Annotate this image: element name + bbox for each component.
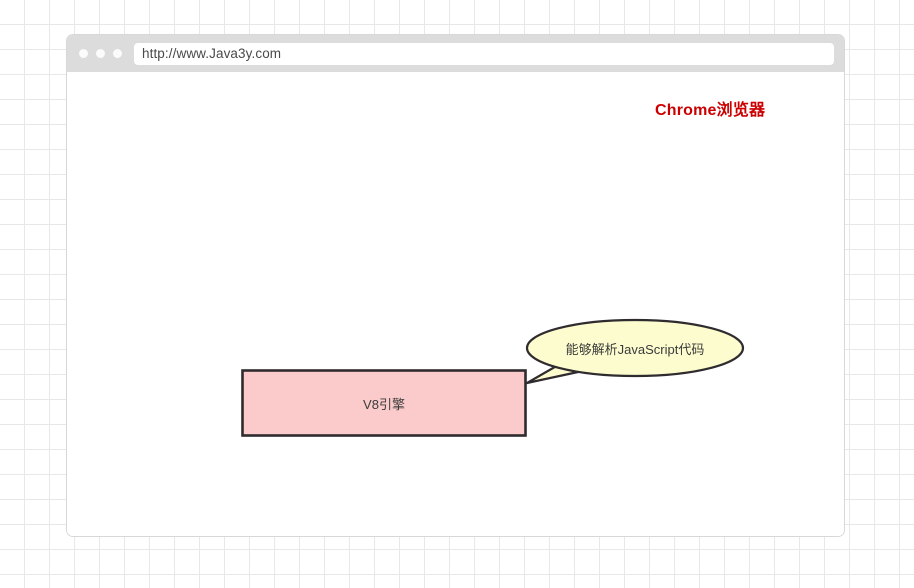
chrome-browser-label: Chrome浏览器 — [655, 102, 766, 119]
window-control-dot-maximize-icon[interactable] — [113, 49, 122, 58]
window-control-dot-close-icon[interactable] — [79, 49, 88, 58]
browser-titlebar: http://www.Java3y.com — [67, 35, 844, 72]
window-control-dot-minimize-icon[interactable] — [96, 49, 105, 58]
url-input[interactable]: http://www.Java3y.com — [134, 42, 834, 65]
browser-viewport — [67, 72, 844, 536]
callout-ellipse-label: 能够解析JavaScript代码 — [565, 341, 705, 357]
browser-window: http://www.Java3y.com — [66, 34, 845, 537]
v8-engine-box-label: V8引擎 — [363, 396, 405, 412]
